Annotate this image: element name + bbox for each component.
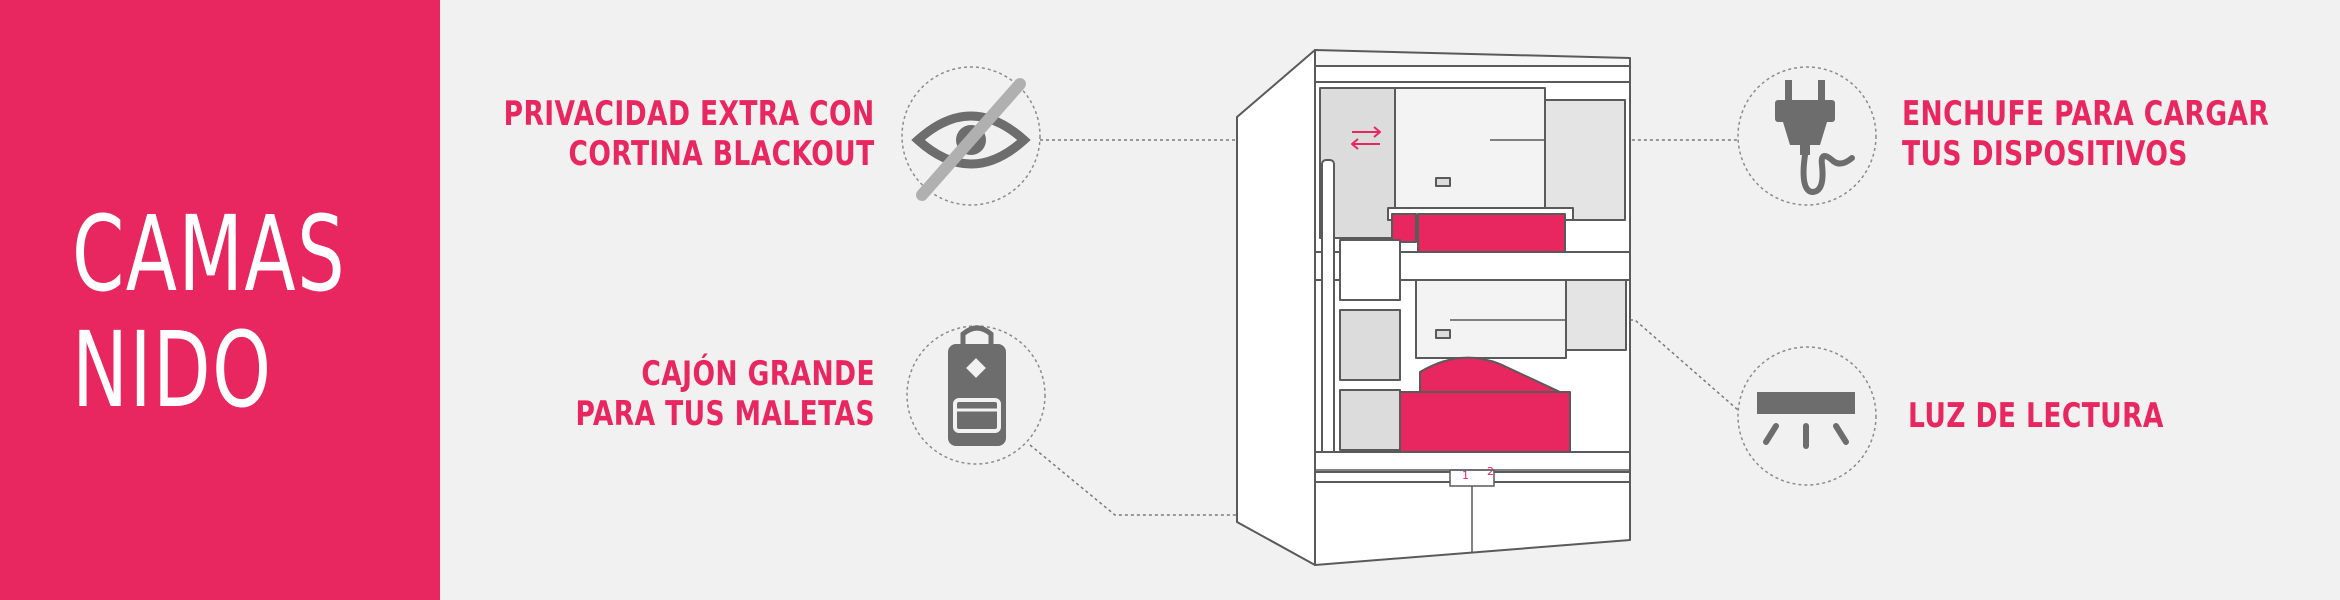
ladder-rail [1321,159,1335,461]
lower-base [1314,451,1631,473]
ladder-step-3 [1339,389,1401,451]
privacy-label-line-1: PRIVACIDAD EXTRA CON [504,94,875,134]
bunk-cabinet [1236,49,1631,566]
privacy-label: PRIVACIDAD EXTRA CON CORTINA BLACKOUT [504,94,875,174]
cabinet-top-edge [1314,65,1631,83]
drawer-label-line-2: PARA TUS MALETAS [575,394,875,434]
plug-icon-circle [1737,66,1877,206]
upper-back-wall [1394,87,1546,209]
plug-label-line-2: TUS DISPOSITIVOS [1902,134,2188,174]
lower-pillow [1419,356,1561,401]
lower-mattress [1399,391,1571,453]
plug-label-line-1: ENCHUFE PARA CARGAR [1902,94,2270,134]
plug-icon [1775,80,1855,196]
page-title: CAMAS NIDO [72,196,346,428]
light-leader-line [1480,319,1739,411]
upper-socket [1435,177,1451,187]
drawer-label: CAJÓN GRANDE PARA TUS MALETAS [576,354,875,434]
brand-panel: CAMAS NIDO [0,0,440,600]
eye-slash-icon [911,78,1031,201]
drawer-label-line-1: CAJÓN GRANDE [641,354,875,394]
upper-mattress [1417,213,1566,253]
lower-side-alcove [1565,279,1627,351]
page-title-line-1: CAMAS [72,193,347,315]
light-label: LUZ DE LECTURA [1908,396,2164,436]
page-title-line-2: NIDO [72,309,273,431]
lower-back-wall [1415,279,1567,359]
plug-label: ENCHUFE PARA CARGAR TUS DISPOSITIVOS [1902,94,2269,174]
lower-socket [1435,329,1451,339]
reading-light-icon [1757,392,1855,449]
light-label-line-1: LUZ DE LECTURA [1908,396,2164,436]
upper-side-alcove [1544,99,1626,221]
bunk-number-lower: 1 [1462,469,1469,482]
backpack-icon [948,325,1006,446]
light-icon-circle [1737,346,1877,486]
upper-pillow [1391,213,1417,243]
privacy-label-line-2: CORTINA BLACKOUT [568,134,875,174]
ladder-step-2 [1339,309,1401,381]
icon-circles [901,66,1877,486]
privacy-icon-circle [901,66,1041,206]
bunk-number-upper: 2 [1487,465,1494,478]
curtain-arrows-icon [1351,126,1381,150]
ladder-step-1 [1339,239,1401,301]
cabinet-side-panel [1236,49,1316,566]
